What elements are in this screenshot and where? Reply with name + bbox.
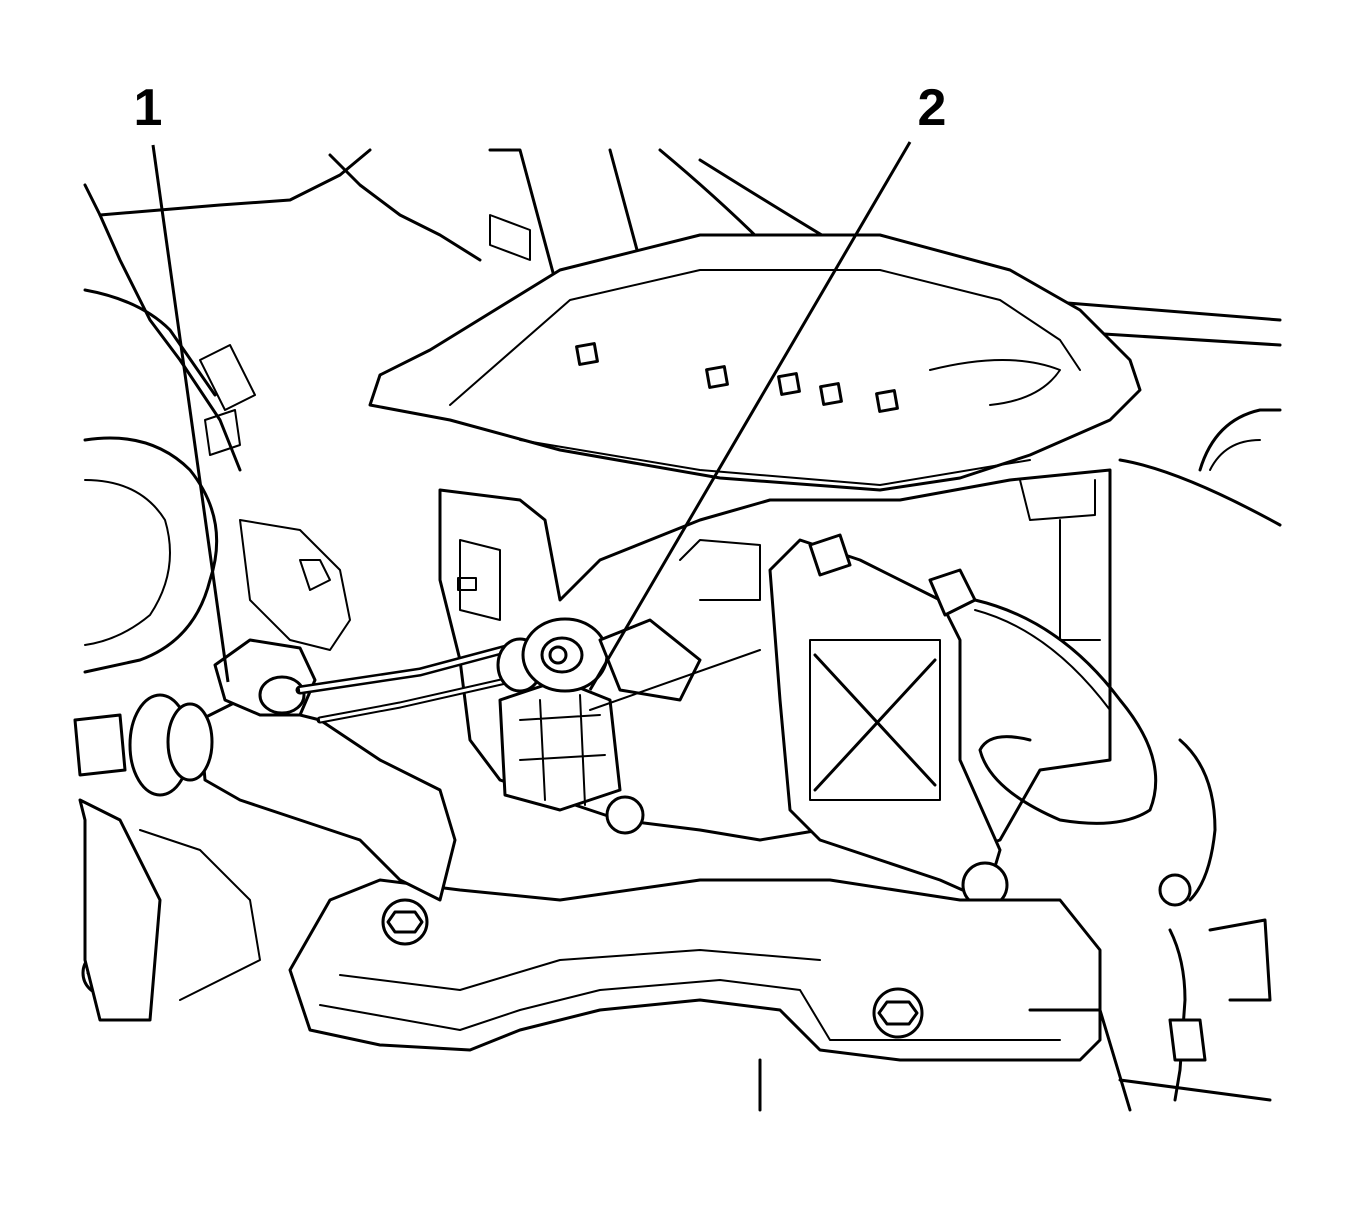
lower-right-components xyxy=(758,873,1272,1112)
shift-cable xyxy=(295,617,761,724)
shifter-housing xyxy=(438,468,1217,909)
callout-1-leader xyxy=(151,144,230,683)
background-structure xyxy=(83,148,1282,674)
gear-indicator-icons xyxy=(575,342,899,413)
shifter-bezel xyxy=(368,233,1142,492)
cable-clip xyxy=(213,638,317,717)
base-plate xyxy=(81,878,1102,1062)
callout-1: 1 xyxy=(134,79,230,683)
callout-2-leader xyxy=(588,141,912,691)
callout-1-label: 1 xyxy=(134,79,163,137)
cable-bushing xyxy=(73,693,214,797)
callout-2: 2 xyxy=(588,79,947,691)
callout-2-label: 2 xyxy=(918,79,947,137)
cable-end-eyelet xyxy=(496,617,609,693)
